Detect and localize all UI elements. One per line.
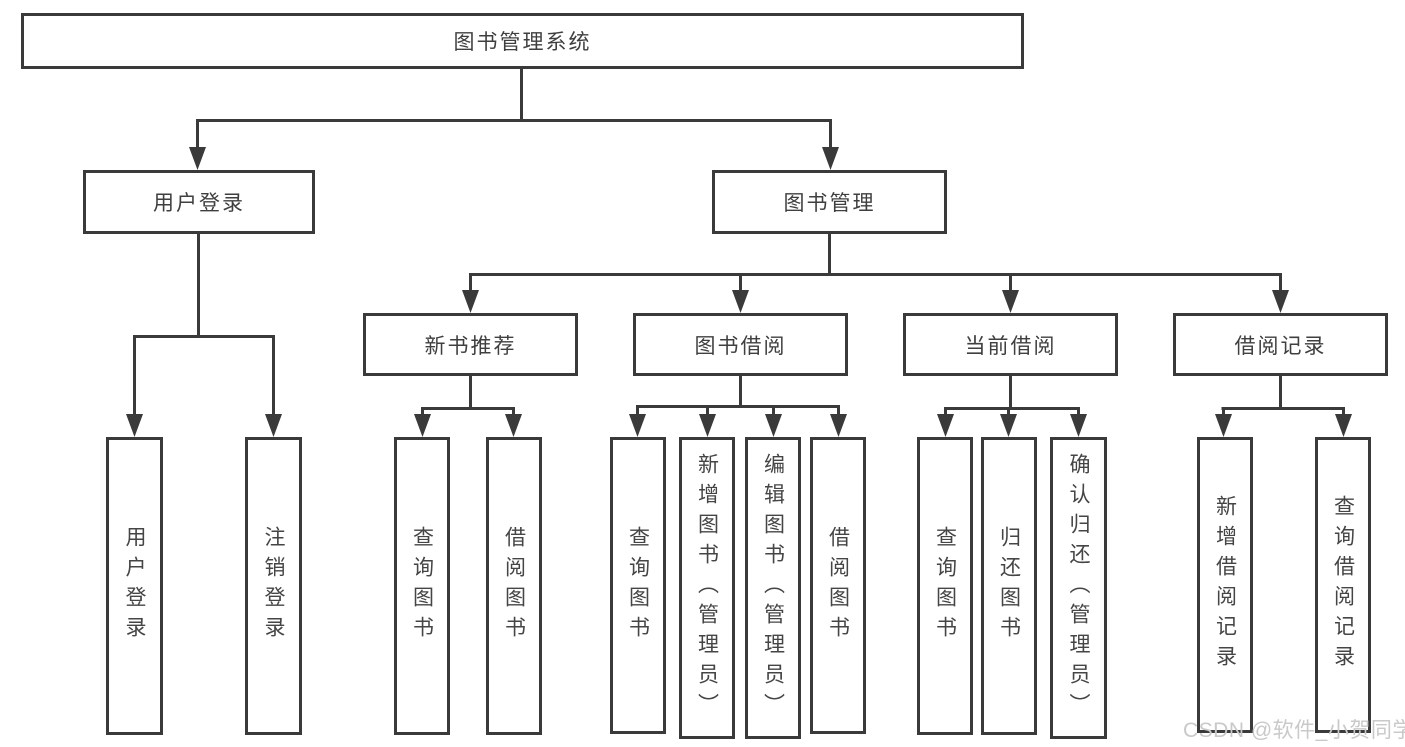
node-borrow-records: 借阅记录 bbox=[1173, 313, 1388, 376]
node-label: 图书借阅 bbox=[694, 334, 787, 358]
node-label: 图书管理 bbox=[783, 192, 876, 215]
leaf-query-books-current: 查询图书 bbox=[917, 437, 973, 735]
leaf-confirm-return-admin: 确认归还（管理员） bbox=[1050, 437, 1107, 739]
leaf-query-borrow-record: 查询借阅记录 bbox=[1315, 437, 1371, 733]
leaf-return-book: 归还图书 bbox=[981, 437, 1037, 735]
csdn-watermark: CSDN @软件_小贺同学 bbox=[1183, 719, 1405, 742]
leaf-label: 借阅图书 bbox=[502, 526, 526, 646]
root-title: 图书管理系统 bbox=[453, 31, 592, 54]
leaf-edit-book-admin: 编辑图书（管理员） bbox=[745, 437, 801, 739]
node-root: 图书管理系统 bbox=[21, 13, 1024, 69]
leaf-label: 查询图书 bbox=[410, 526, 434, 646]
leaf-add-borrow-record: 新增借阅记录 bbox=[1197, 437, 1253, 733]
leaf-label: 查询图书 bbox=[933, 526, 957, 646]
leaf-logout-login: 注销登录 bbox=[245, 437, 302, 735]
node-book-borrow: 图书借阅 bbox=[633, 313, 848, 376]
leaf-label: 归还图书 bbox=[997, 526, 1021, 646]
leaf-label: 用户登录 bbox=[123, 526, 146, 646]
leaf-label: 借阅图书 bbox=[826, 525, 850, 646]
leaf-label: 新增图书（管理员） bbox=[695, 453, 719, 723]
leaf-query-books-borrow: 查询图书 bbox=[610, 437, 666, 734]
node-new-book-recommend: 新书推荐 bbox=[363, 313, 578, 376]
connector-arrowheads bbox=[126, 147, 1352, 437]
node-label: 当前借阅 bbox=[964, 334, 1057, 358]
node-user-login-branch: 用户登录 bbox=[83, 170, 315, 234]
leaf-user-login: 用户登录 bbox=[106, 437, 163, 735]
leaf-label: 确认归还（管理员） bbox=[1067, 453, 1090, 723]
node-current-borrow: 当前借阅 bbox=[903, 313, 1118, 376]
node-label: 借阅记录 bbox=[1234, 334, 1327, 358]
leaf-label: 新增借阅记录 bbox=[1213, 495, 1237, 675]
connector-lines bbox=[133, 68, 1345, 419]
leaf-query-books-recommend: 查询图书 bbox=[394, 437, 450, 735]
leaf-borrow-books-borrow: 借阅图书 bbox=[810, 437, 866, 734]
node-label: 用户登录 bbox=[153, 192, 245, 215]
leaf-label: 查询借阅记录 bbox=[1331, 495, 1355, 675]
node-book-management: 图书管理 bbox=[712, 170, 947, 234]
leaf-label: 编辑图书（管理员） bbox=[761, 453, 785, 723]
leaf-borrow-books-recommend: 借阅图书 bbox=[486, 437, 542, 735]
leaf-label: 查询图书 bbox=[626, 525, 650, 646]
node-label: 新书推荐 bbox=[424, 334, 517, 358]
leaf-add-book-admin: 新增图书（管理员） bbox=[679, 437, 735, 739]
leaf-label: 注销登录 bbox=[262, 526, 285, 646]
